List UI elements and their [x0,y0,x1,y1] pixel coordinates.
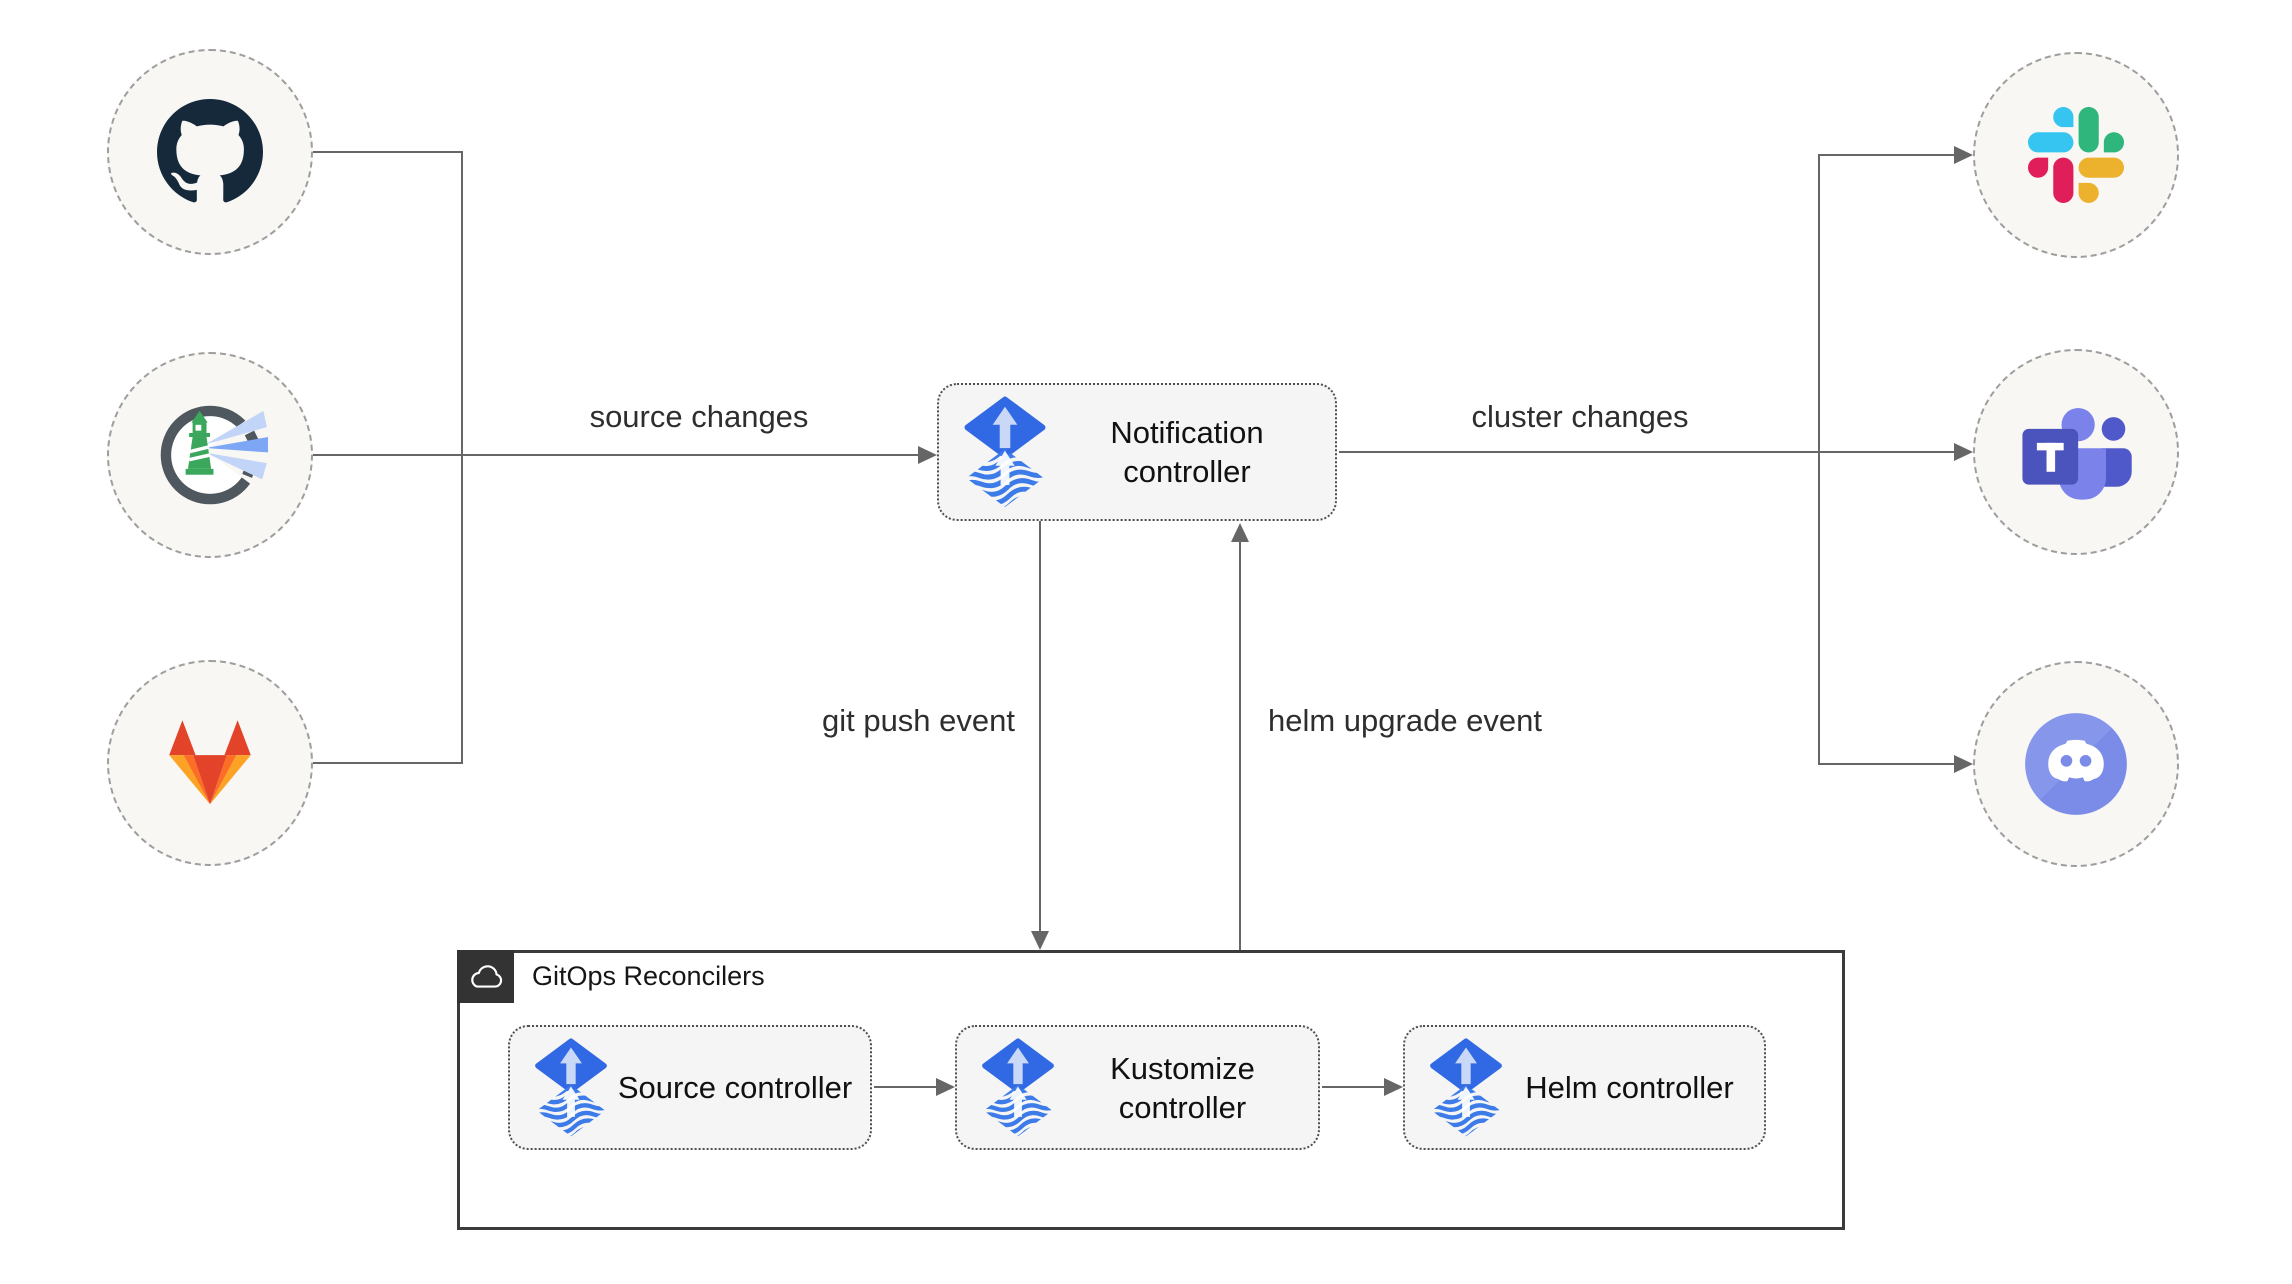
edge-source-changes-line [313,454,919,456]
flux-icon [979,1038,1057,1138]
source-node-harbor [107,352,313,558]
edge-discord-branch [1818,763,1955,765]
cloud-icon [467,962,505,991]
edge-kustomize-to-helm-line [1322,1086,1384,1088]
source-controller-node: Source controller [508,1025,872,1150]
edge-helm-upgrade-arrowhead [1231,523,1249,542]
harbor-icon [152,397,268,513]
edge-label-helm-upgrade-event: helm upgrade event [1268,703,1543,738]
source-node-github [107,49,313,255]
edge-source-to-kustomize-arrowhead [936,1078,955,1096]
edge-git-push-line [1039,521,1041,933]
flux-icon [1427,1038,1505,1138]
edge-git-push-arrowhead [1031,931,1049,950]
kustomize-controller-label: Kustomize controller [1110,1050,1255,1125]
discord-icon [2023,711,2129,817]
edge-slack-branch [1818,154,1955,156]
source-controller-label: Source controller [617,1070,853,1105]
edge-source-changes-arrowhead [918,446,937,464]
edge-discord-arrowhead [1954,755,1973,773]
edge-helm-upgrade-line [1239,540,1241,950]
flux-icon [532,1038,610,1138]
slack-icon [2028,107,2124,203]
edge-gitlab-stub [313,762,462,764]
edge-cluster-changes-line [1339,451,1955,453]
flux-icon [961,396,1049,509]
edge-source-to-kustomize-line [874,1086,936,1088]
edge-kustomize-to-helm-arrowhead [1384,1078,1403,1096]
notification-controller-label: Notification controller [1110,415,1264,489]
target-node-discord [1973,661,2179,867]
source-node-gitlab [107,660,313,866]
target-node-teams [1973,349,2179,555]
gitops-reconcilers-title: GitOps Reconcilers [532,961,765,991]
helm-controller-label: Helm controller [1525,1070,1734,1105]
helm-controller-node: Helm controller [1403,1025,1766,1150]
kustomize-controller-node: Kustomize controller [955,1025,1320,1150]
edge-label-source-changes: source changes [589,399,809,434]
microsoft-teams-icon [2016,403,2136,502]
gitlab-icon [150,714,270,813]
github-icon [157,99,263,205]
edge-left-junction [461,151,463,764]
edge-slack-arrowhead [1954,146,1973,164]
edge-label-cluster-changes: cluster changes [1471,399,1689,434]
edge-teams-arrowhead [1954,443,1973,461]
edge-github-stub [313,151,462,153]
edge-label-git-push-event: git push event [821,703,1015,738]
edge-right-junction [1818,154,1820,764]
notification-controller-node: Notification controller [937,383,1337,521]
target-node-slack [1973,52,2179,258]
gitops-reconcilers-tab [457,950,514,1003]
